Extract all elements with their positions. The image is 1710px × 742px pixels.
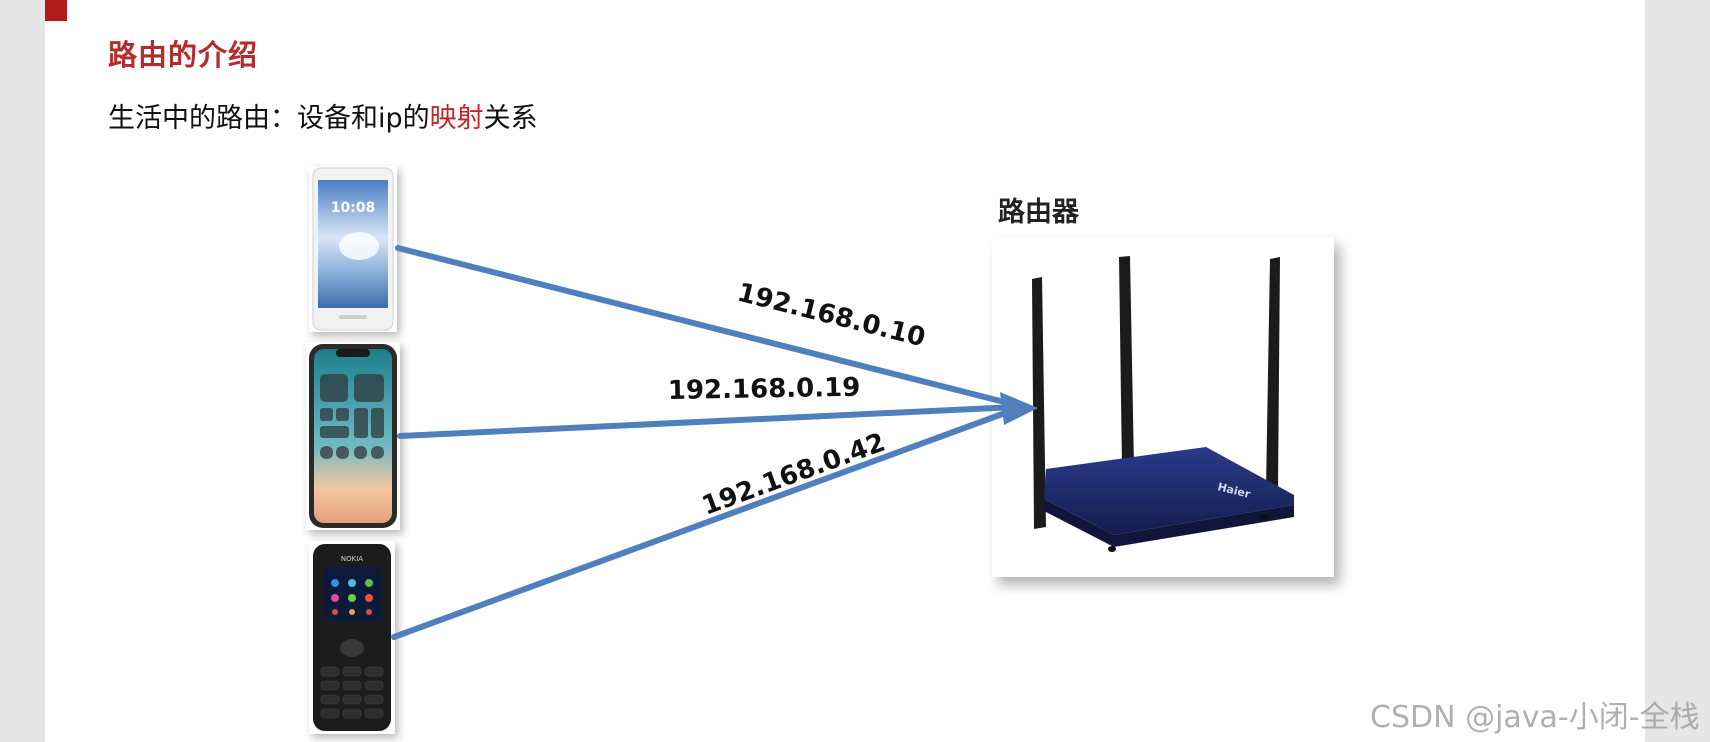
arrowhead bbox=[1000, 392, 1038, 425]
connection-arrows bbox=[394, 248, 1038, 637]
watermark: CSDN @java-小闭-全栈 bbox=[1370, 692, 1700, 736]
arrow-line-2 bbox=[400, 407, 1016, 436]
ip-label-2: 192.168.0.19 bbox=[668, 373, 861, 406]
ip-label-3: 192.168.0.42 bbox=[698, 428, 889, 522]
arrow-line-3 bbox=[394, 409, 1016, 637]
